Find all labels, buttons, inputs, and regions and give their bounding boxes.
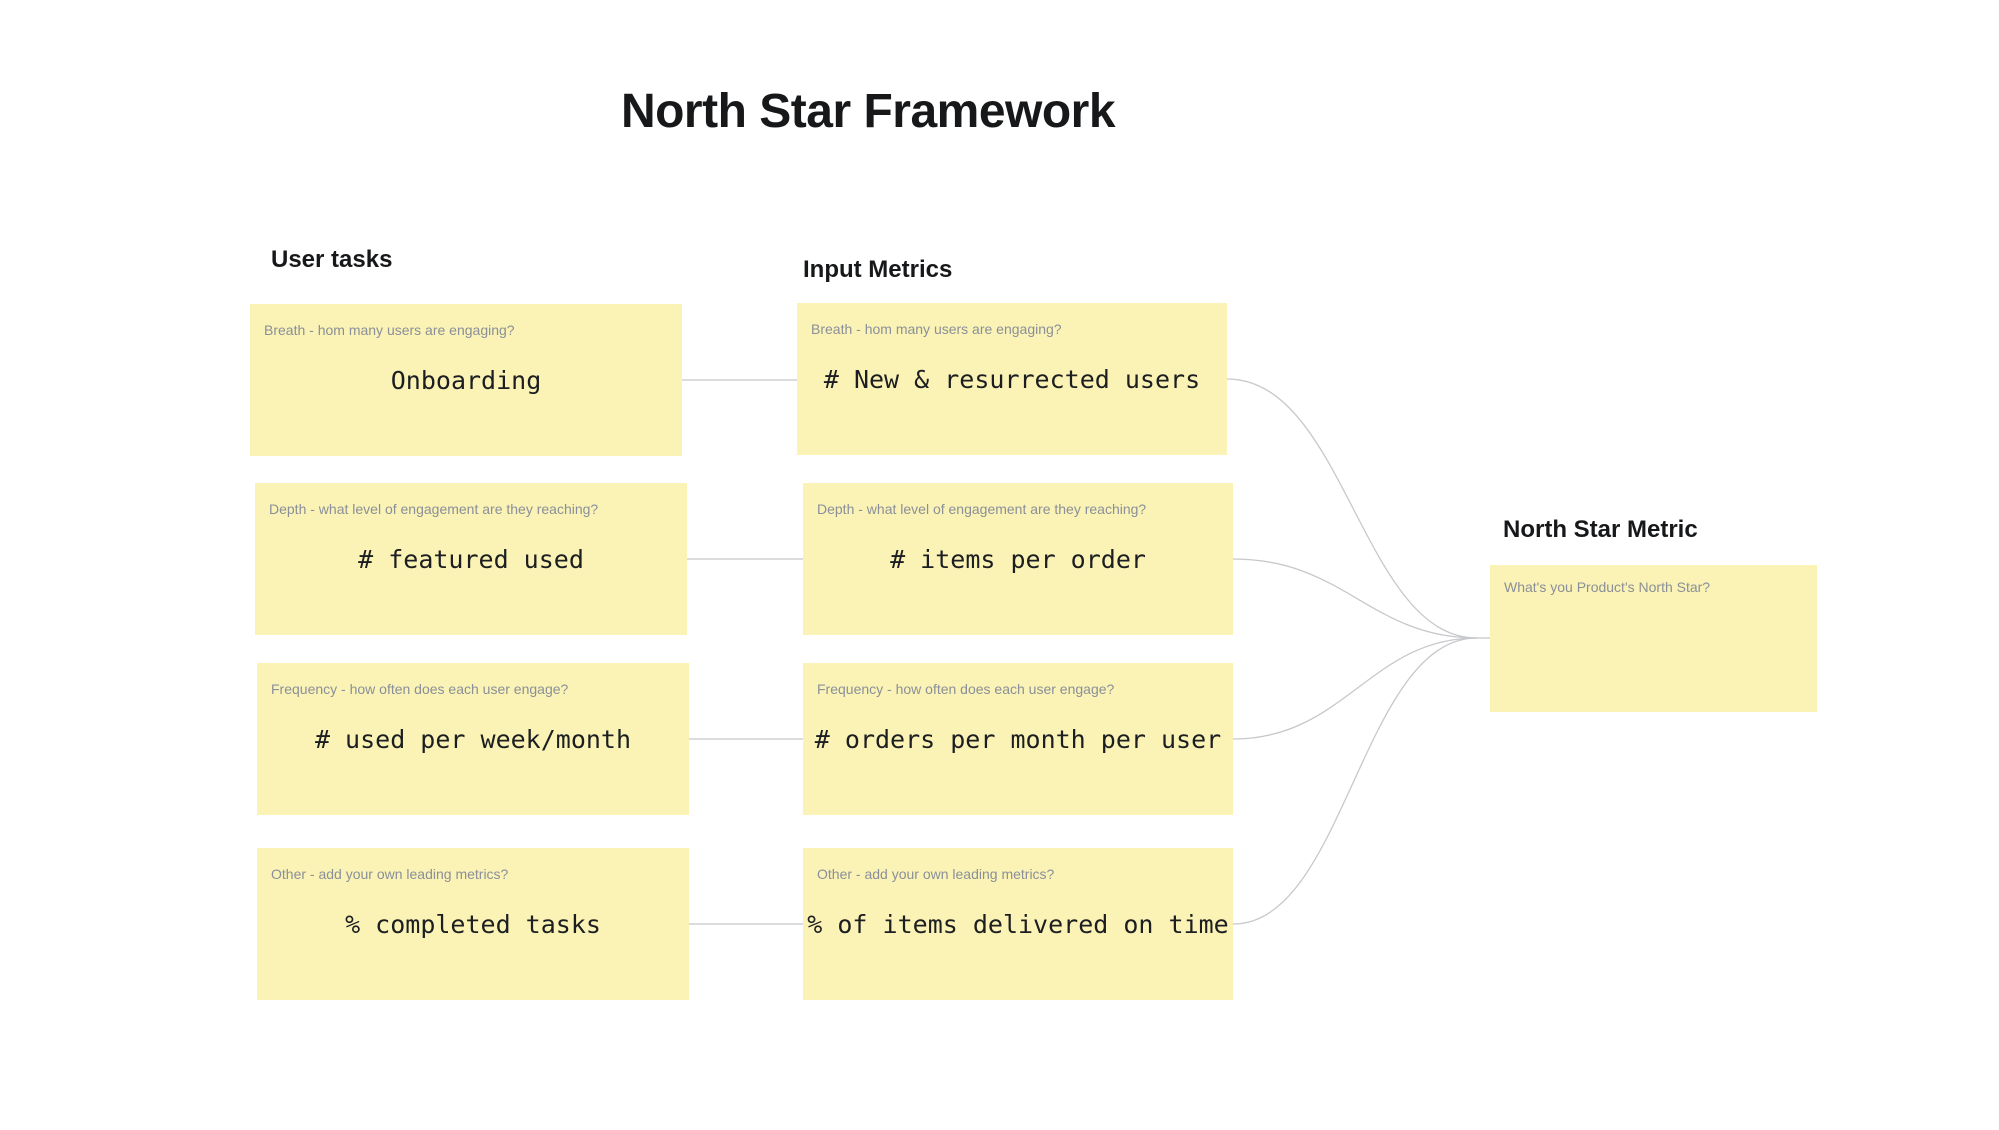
connector-inputmetric3-northstar xyxy=(1232,637,1478,740)
sticky-note-input-metric-frequency[interactable]: Frequency - how often does each user eng… xyxy=(803,663,1233,815)
sticky-note-label: Breath - hom many users are engaging? xyxy=(811,321,1062,337)
sticky-note-text: # New & resurrected users xyxy=(823,364,1201,394)
sticky-note-input-metric-breadth[interactable]: Breath - hom many users are engaging? # … xyxy=(797,303,1227,455)
sticky-note-label: Other - add your own leading metrics? xyxy=(817,866,1055,882)
sticky-note-text: % of items delivered on time xyxy=(807,909,1229,939)
column-heading-north-star-metric: North Star Metric xyxy=(1503,516,1698,543)
sticky-note-user-task-depth[interactable]: Depth - what level of engagement are the… xyxy=(255,483,687,635)
sticky-note-user-task-other[interactable]: Other - add your own leading metrics? % … xyxy=(257,848,689,1000)
sticky-note-north-star-metric[interactable]: What's you Product's North Star? xyxy=(1490,565,1817,712)
sticky-note-label: Other - add your own leading metrics? xyxy=(271,866,509,882)
connector-inputmetric2-northstar xyxy=(1232,558,1478,639)
sticky-note-label: Depth - what level of engagement are the… xyxy=(269,501,599,517)
column-heading-input-metrics: Input Metrics xyxy=(803,256,953,283)
sticky-note-text: # items per order xyxy=(890,544,1146,574)
sticky-note-user-task-frequency[interactable]: Frequency - how often does each user eng… xyxy=(257,663,689,815)
sticky-note-text: # used per week/month xyxy=(314,724,632,754)
sticky-note-user-task-breadth[interactable]: Breath - hom many users are engaging? On… xyxy=(250,304,682,456)
sticky-note-label: Frequency - how often does each user eng… xyxy=(271,681,569,697)
sticky-note-text: # orders per month per user xyxy=(814,724,1222,754)
sticky-note-input-metric-other[interactable]: Other - add your own leading metrics? % … xyxy=(803,848,1233,1000)
sticky-note-input-metric-depth[interactable]: Depth - what level of engagement are the… xyxy=(803,483,1233,635)
page-title: North Star Framework xyxy=(620,85,1116,138)
sticky-note-text: % completed tasks xyxy=(345,909,601,939)
sticky-note-text: Onboarding xyxy=(390,365,542,395)
sticky-note-label: What's you Product's North Star? xyxy=(1504,579,1711,595)
connector-inputmetric1-northstar xyxy=(1226,378,1478,639)
connector-inputmetric4-northstar xyxy=(1232,637,1478,925)
sticky-note-label: Frequency - how often does each user eng… xyxy=(817,681,1115,697)
sticky-note-label: Breath - hom many users are engaging? xyxy=(264,322,515,338)
sticky-note-label: Depth - what level of engagement are the… xyxy=(817,501,1147,517)
sticky-note-text xyxy=(1490,565,1817,712)
column-heading-user-tasks: User tasks xyxy=(271,246,393,273)
sticky-note-text: # featured used xyxy=(358,544,584,574)
